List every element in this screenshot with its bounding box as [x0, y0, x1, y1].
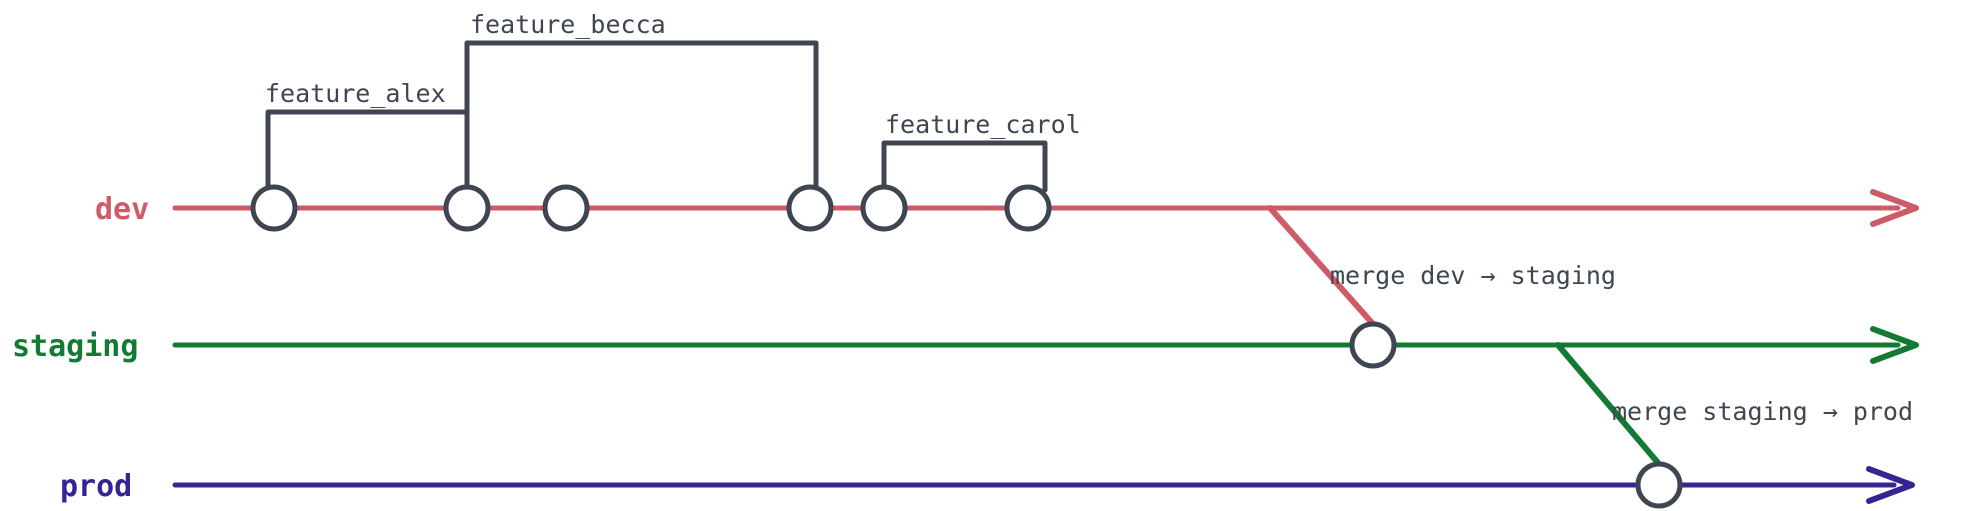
merge-connectors: merge dev → staging merge staging → prod [1267, 205, 1913, 467]
merge-commit-node-prod[interactable] [1635, 461, 1683, 509]
feature-bracket-feature-alex [265, 109, 470, 193]
commit-node[interactable] [542, 184, 590, 232]
branch-arrowhead-staging [1870, 326, 1919, 364]
branch-lane-staging[interactable]: staging [12, 326, 1919, 364]
commit-node[interactable] [1004, 184, 1052, 232]
branch-arrowhead-prod [1866, 466, 1915, 504]
feature-bracket-feature-becca [464, 40, 819, 193]
feature-branch-feature-alex[interactable]: feature_alex [265, 79, 470, 193]
branch-label-prod: prod [60, 469, 132, 504]
feature-branch-feature-carol[interactable]: feature_carol [881, 110, 1081, 193]
branch-label-dev: dev [95, 192, 149, 227]
commit-node[interactable] [786, 184, 834, 232]
branch-label-staging: staging [12, 329, 138, 364]
commit-node[interactable] [860, 184, 908, 232]
commit-node[interactable] [250, 184, 298, 232]
merge-commit-node-staging[interactable] [1349, 321, 1397, 369]
merge-connector-merge-dev-staging[interactable]: merge dev → staging [1267, 205, 1616, 327]
commit-node[interactable] [443, 184, 491, 232]
merge-label-staging-to-prod: merge staging → prod [1612, 397, 1913, 426]
feature-bracket-feature-carol [881, 140, 1048, 193]
merge-line-staging-to-prod [1555, 342, 1662, 467]
branch-lane-prod[interactable]: prod [60, 466, 1915, 504]
merge-line-dev-to-staging [1267, 205, 1376, 327]
feature-branch-brackets: feature_becca feature_alex feature_carol [265, 10, 1081, 193]
merge-label-dev-to-staging: merge dev → staging [1330, 261, 1616, 290]
feature-branch-feature-becca[interactable]: feature_becca [464, 10, 819, 193]
feature-label-feature-alex: feature_alex [265, 79, 446, 108]
commit-nodes [250, 184, 1683, 509]
branch-lanes: dev staging prod [12, 189, 1919, 504]
feature-label-feature-carol: feature_carol [885, 110, 1081, 139]
branch-arrowhead-dev [1870, 189, 1919, 227]
merge-connector-merge-staging-prod[interactable]: merge staging → prod [1555, 342, 1913, 467]
feature-label-feature-becca: feature_becca [470, 10, 666, 39]
